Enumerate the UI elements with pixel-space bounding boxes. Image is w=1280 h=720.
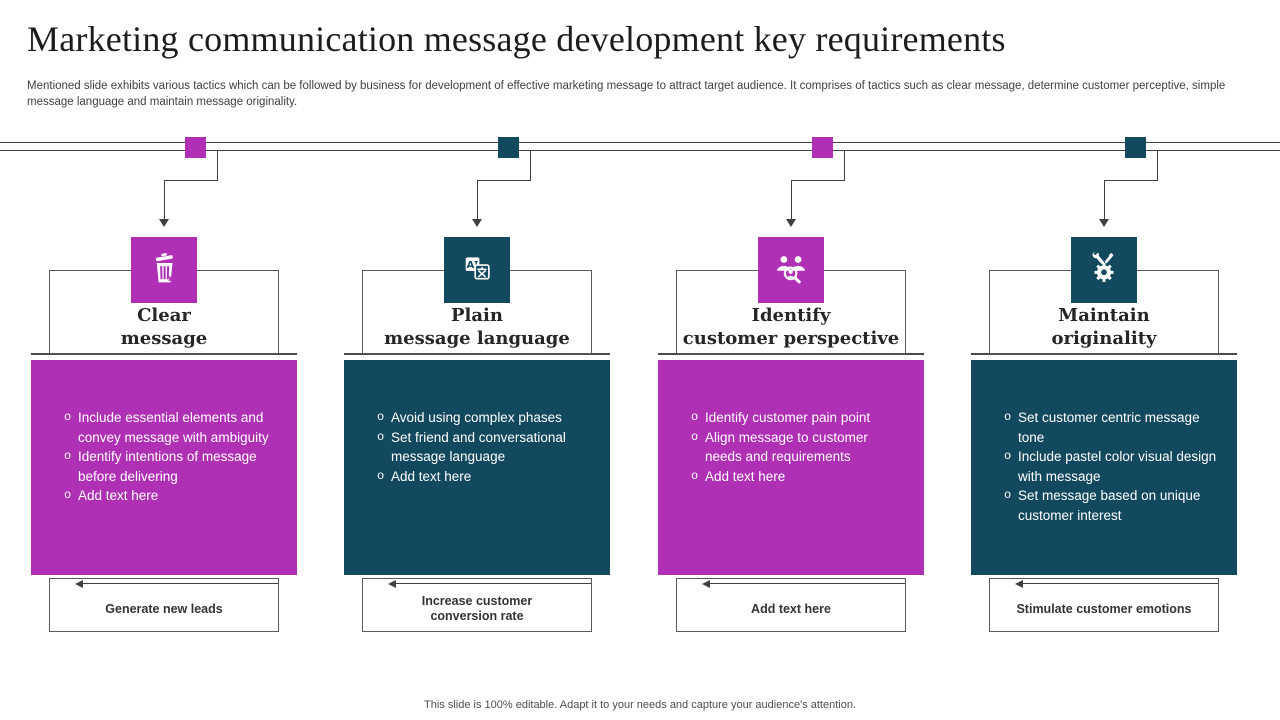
outcome-label: Add text here [751, 601, 831, 616]
trash-delete-icon [144, 248, 184, 293]
connector-line [791, 180, 844, 181]
svg-text:A: A [466, 259, 474, 270]
icon-tile [758, 237, 824, 303]
tactics-list: Include essential elements and convey me… [64, 408, 281, 506]
list-item: Add text here [691, 467, 908, 487]
arrow-line [396, 583, 591, 584]
list-item: Align message to customer needs and requ… [691, 428, 908, 467]
connector-line [1104, 180, 1105, 219]
title-line-1: Clear [137, 305, 191, 326]
requirement-title: Plain message language [363, 304, 591, 350]
requirement-title: Maintain originality [990, 304, 1218, 350]
connector-line [1104, 180, 1157, 181]
requirement-title: Clear message [50, 304, 278, 350]
tactics-panel: Include essential elements and convey me… [31, 360, 297, 575]
tactics-panel: Set customer centric message tone Includ… [971, 360, 1237, 575]
column-plain-message-language: A Plain message language Avoi [344, 0, 610, 720]
tactics-list: Avoid using complex phases Set friend an… [377, 408, 594, 486]
connector-line [477, 180, 530, 181]
timeline-node [1125, 137, 1146, 158]
timeline-node [498, 137, 519, 158]
tactics-panel: Identify customer pain point Align messa… [658, 360, 924, 575]
icon-tile: A [444, 237, 510, 303]
title-line-1: Maintain [1058, 305, 1150, 326]
arrow-line [1023, 583, 1218, 584]
title-line-2: message language [384, 328, 570, 349]
arrow-left-icon [75, 579, 83, 588]
title-line-1: Identify [751, 305, 831, 326]
arrow-down-icon [472, 219, 482, 227]
divider-line [31, 353, 297, 355]
arrow-left-icon [702, 579, 710, 588]
title-line-1: Plain [451, 305, 503, 326]
list-item: Set friend and conversational message la… [377, 428, 594, 467]
column-clear-message: Clear message Include essential elements… [31, 0, 297, 720]
connector-line [791, 180, 792, 219]
arrow-left-icon [388, 579, 396, 588]
connector-line [530, 151, 531, 181]
list-item: Add text here [64, 486, 281, 506]
slide-description: Mentioned slide exhibits various tactics… [27, 80, 1226, 108]
connector-line [164, 180, 165, 219]
divider-line [971, 353, 1237, 355]
list-item: Include pastel color visual design with … [1004, 447, 1221, 486]
arrow-line [710, 583, 905, 584]
title-line-2: originality [1051, 328, 1157, 349]
title-line-2: message [120, 328, 208, 349]
timeline-bar [0, 142, 1280, 151]
outcome-box: Stimulate customer emotions [989, 578, 1219, 632]
column-identify-customer-perspective: Identify customer perspective Identify c… [658, 0, 924, 720]
editable-note: This slide is 100% editable. Adapt it to… [424, 699, 856, 711]
list-item: Identify intentions of message before de… [64, 447, 281, 486]
timeline-node [812, 137, 833, 158]
page-title: Marketing communication message developm… [27, 19, 1006, 59]
outcome-label: Stimulate customer emotions [1016, 601, 1192, 616]
translation-icon: A [458, 249, 496, 292]
connector-line [844, 151, 845, 181]
arrow-line [83, 583, 278, 584]
list-item: Add text here [377, 467, 594, 487]
arrow-left-icon [1015, 579, 1023, 588]
tactics-panel: Avoid using complex phases Set friend an… [344, 360, 610, 575]
customer-search-icon [771, 248, 811, 293]
list-item: Avoid using complex phases [377, 408, 594, 428]
outcome-label: Increase customer conversion rate [421, 594, 533, 623]
divider-line [344, 353, 610, 355]
tactics-list: Identify customer pain point Align messa… [691, 408, 908, 486]
connector-line [164, 180, 217, 181]
connector-line [477, 180, 478, 219]
arrow-down-icon [159, 219, 169, 227]
gear-wrench-icon [1084, 248, 1124, 293]
timeline-node [185, 137, 206, 158]
connector-line [1157, 151, 1158, 181]
connector-line [217, 151, 218, 181]
requirement-title: Identify customer perspective [677, 304, 905, 350]
outcome-box: Increase customer conversion rate [362, 578, 592, 632]
arrow-down-icon [786, 219, 796, 227]
list-item: Set customer centric message tone [1004, 408, 1221, 447]
list-item: Identify customer pain point [691, 408, 908, 428]
tactics-list: Set customer centric message tone Includ… [1004, 408, 1221, 525]
outcome-label: Generate new leads [105, 601, 223, 616]
divider-line [658, 353, 924, 355]
outcome-box: Add text here [676, 578, 906, 632]
outcome-box: Generate new leads [49, 578, 279, 632]
list-item: Include essential elements and convey me… [64, 408, 281, 447]
arrow-down-icon [1099, 219, 1109, 227]
title-line-2: customer perspective [682, 328, 900, 349]
icon-tile [131, 237, 197, 303]
icon-tile [1071, 237, 1137, 303]
list-item: Set message based on unique customer int… [1004, 486, 1221, 525]
column-maintain-originality: Maintain originality Set customer centri… [971, 0, 1237, 720]
